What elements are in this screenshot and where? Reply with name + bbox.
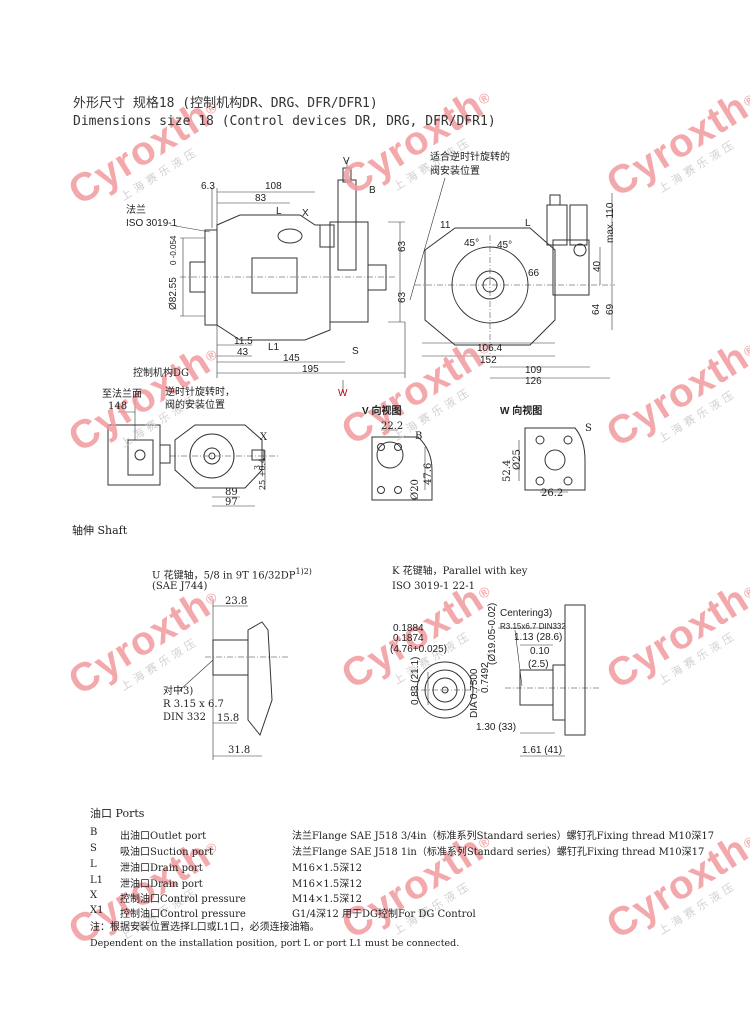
k-dia-0-7492: 0.7492 [480, 662, 491, 693]
k-centering: Centering3) [500, 608, 553, 619]
u-shaft-standard: (SAE J744) [152, 581, 208, 592]
title-cn: 外形尺寸 规格18 (控制机构DR、DRG、DFR/DFR1) [73, 96, 378, 111]
angle-45-right: 45° [497, 240, 513, 251]
dim-145: 145 [283, 353, 300, 364]
v-view-flange [371, 429, 433, 501]
k-dim-0-10: 0.10 [530, 646, 550, 657]
dim-89: 89 [225, 487, 238, 498]
dim-40: 40 [592, 260, 603, 272]
port-s-label: S [352, 346, 359, 357]
w-view-title: W 向视图 [500, 406, 543, 417]
k-shaft-standard: ISO 3019-1 22-1 [392, 581, 476, 592]
w-port-s: S [585, 423, 592, 434]
pump-end-view [409, 177, 615, 379]
k-dim-2-5: (2.5) [528, 659, 549, 670]
dim-66: 66 [528, 268, 540, 279]
u-centering-1: 对中3) [163, 686, 194, 697]
k-dia-19-05: (Ø19.05-0.02) [487, 602, 498, 665]
k-centering-spec: R3.15x6.7 DIN332 [500, 622, 566, 631]
dim-max-110: max. 110 [605, 202, 616, 243]
flange-cn: 法兰 [126, 205, 146, 216]
dim-15-8: 15.8 [217, 713, 240, 724]
dim-195: 195 [302, 364, 319, 375]
view-w-label: W [338, 388, 348, 399]
dim-dia-tolerance: 0 -0.054 [169, 235, 178, 265]
dim-109: 109 [525, 365, 542, 376]
dim-152: 152 [480, 355, 497, 366]
dim-97: 97 [225, 497, 238, 508]
dim-dia-20: Ø20 [410, 479, 421, 500]
note-en: Dependent on the installation position, … [90, 938, 460, 949]
k-dim-1-13: 1.13 (28.6) [514, 632, 563, 643]
flange-iso: ISO 3019-1 [126, 218, 178, 229]
end-note-2: 阀安装位置 [430, 166, 480, 177]
dim-69: 69 [605, 303, 616, 315]
dg-label: 控制机构DG [133, 368, 190, 379]
dim-11-5: 11.5 [234, 336, 253, 347]
port-l1-label: L1 [268, 342, 280, 353]
dim-26-2: 26.2 [541, 488, 564, 499]
end-note-1: 适合逆时针旋转的 [430, 152, 510, 163]
view-v-label: V [343, 156, 350, 167]
dim-106-4: 106.4 [477, 343, 503, 354]
dim-83: 83 [255, 193, 267, 204]
dim-47-6: 47.6 [423, 462, 434, 485]
k-dim-0-1874: 0.1874 [393, 633, 424, 644]
k-shaft-title: K 花键轴，Parallel with key [392, 566, 528, 577]
dg-note-2: 阀的安装位置 [165, 400, 225, 411]
v-view-title: V 向视图 [362, 406, 402, 417]
dg-control-views [107, 400, 280, 507]
dim-148: 148 [108, 401, 128, 412]
k-dim-4-76: (4.76+0.025) [390, 644, 447, 655]
dim-25: 25 +0.4 [258, 457, 267, 490]
dim-22-2: 22.2 [381, 421, 404, 432]
dg-to-flange: 至法兰面 [102, 389, 142, 400]
dim-11: 11 [440, 220, 451, 231]
note-cn: 注：根据安装位置选择L口或L1口，必须连接油箱。 [90, 922, 320, 933]
u-centering-2: R 3.15 x 6.7 [163, 699, 224, 710]
dim-108: 108 [265, 181, 282, 192]
dim-126: 126 [525, 376, 542, 387]
v-port-b: B [415, 431, 423, 442]
dim-dia-25: Ø25 [512, 449, 523, 470]
ports-heading: 油口 Ports [90, 807, 145, 820]
title-en: Dimensions size 18 (Control devices DR, … [73, 114, 496, 129]
k-dim-0-83: 0.83 (21.1) [410, 656, 421, 705]
dim-dia-82-55: Ø82.55 [168, 277, 179, 310]
port-l-end: L [525, 218, 531, 229]
w-view-flange [518, 427, 586, 493]
dim-23-8: 23.8 [225, 596, 248, 607]
k-shaft-drawing [410, 604, 600, 757]
k-dim-1-30: 1.30 (33) [476, 722, 517, 733]
dg-note-1: 逆时针旋转时， [165, 387, 235, 398]
port-x-label: X [302, 208, 309, 219]
dim-6-3: 6.3 [201, 181, 215, 192]
dim-31-8: 31.8 [228, 745, 251, 756]
k-dim-1-61: 1.61 (41) [522, 745, 563, 756]
dg-port-x: X [260, 432, 268, 443]
port-b-label: B [369, 185, 376, 196]
u-shaft-drawing [179, 600, 290, 760]
shaft-heading: 轴伸 Shaft [72, 524, 128, 537]
pump-side-view [169, 160, 406, 393]
dim-64: 64 [591, 303, 602, 315]
dim-43: 43 [237, 347, 249, 358]
u-shaft-title: U 花键轴，5/8 in 9T 16/32DP1)2) [152, 567, 312, 582]
dim-63-upper: 63 [397, 240, 408, 252]
port-l-label: L [276, 206, 282, 217]
dim-63-lower: 63 [397, 291, 408, 303]
angle-45-left: 45° [464, 238, 480, 249]
u-centering-3: DIN 332 [163, 712, 206, 723]
k-dim-0-1884: 0.1884 [393, 623, 424, 634]
